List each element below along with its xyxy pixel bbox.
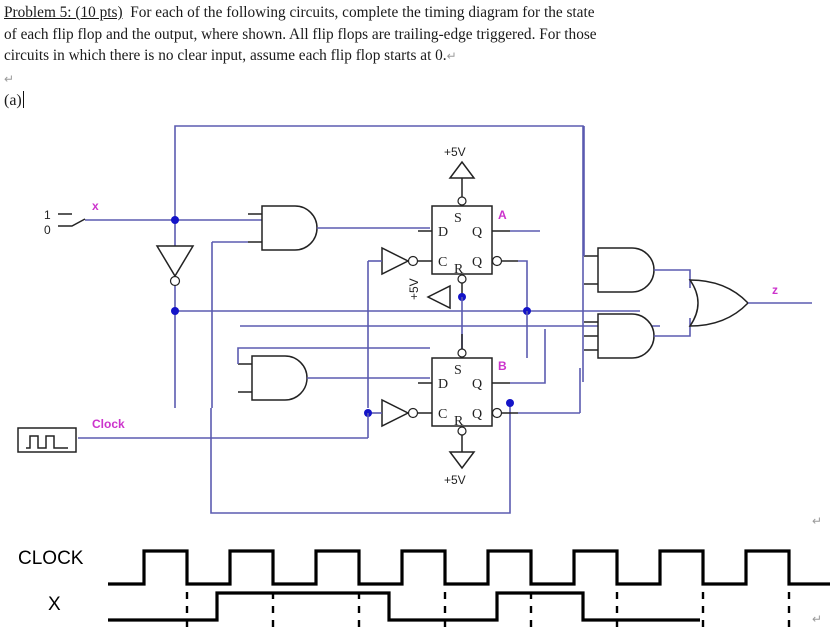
switch-label-high: 1 [44,208,51,222]
ff-b-qbar-bubble [491,407,503,419]
signal-label-z: z [772,283,778,297]
inverter-x-body [155,245,195,278]
problem-body-line2: of each flip flop and the output, where … [4,25,597,43]
clock-generator-glyph [26,435,68,449]
inverter-clock-b-bubble [407,407,419,419]
and-gate-bottom-right-body [597,313,655,359]
ff-a-vcc-triangle [448,160,476,179]
ff-b-pin-s: S [454,363,462,378]
ff-a-vcc2-label: +5V [407,278,421,300]
wire-a-qbar-down [518,260,528,311]
ff-a-pin-q: Q [472,225,482,240]
flip-flop-B-body [431,357,493,427]
timing-row-label-x: X [48,594,61,615]
problem-statement: Problem 5: (10 pts) For each of the foll… [4,2,829,89]
ff-b-pin-c: C [438,407,447,422]
inverter-clock-b-body [381,398,410,428]
ff-a-qbar-bubble [491,255,503,267]
junction-b-qbar [506,399,514,407]
ff-a-vcc-label: +5V [444,145,466,159]
inverter-x-bubble [169,275,181,287]
ff-a-vcc2-triangle [426,284,451,310]
timing-row-label-clock: CLOCK [18,548,84,569]
circuit-schematic: .w { stroke:#5b5bb0; stroke-width:1.6; f… [0,118,833,518]
wire-top-feedback [174,125,584,382]
x-waveform-path [108,591,700,622]
clock-waveform-path [108,549,830,586]
switch-label-low: 0 [44,223,51,237]
wire-and-tr-out [654,269,691,288]
junction-x-node [171,216,179,224]
and-gate-bottom-left-body [251,355,308,401]
wire-and-bl-in1-feed [237,347,430,364]
problem-body-line1: For each of the following circuits, comp… [130,4,595,21]
timing-diagram: .wf { stroke:#000; stroke-width:3.2; fil… [0,520,833,631]
inverter-clock-a-bubble [407,255,419,267]
ff-b-vcc-triangle [448,451,476,470]
part-a-label: (a) [4,91,24,110]
pilcrow-mark-2: ↵ [4,71,15,86]
junction-xbar-node [171,307,179,315]
or-gate-output-body [688,279,750,327]
wire-bottom-feedback [210,403,511,514]
ff-b-set-pin [457,348,467,358]
problem-text-line3: circuits in which there is no clear inpu… [4,45,829,68]
signal-label-clock: Clock [92,417,125,431]
wire-and-br-out [654,318,691,337]
ff-b-pin-d: D [438,377,448,392]
inverter-clock-a-body [381,246,410,276]
part-a-text: (a) [4,92,22,109]
ff-a-set-pin [457,196,467,206]
ff-a-pin-c: C [438,255,447,270]
ff-b-pin-qbar: Q [472,407,482,422]
and-gate-top-left-body [261,205,318,251]
text-cursor [22,91,24,108]
pilcrow-mark-3: ↵ [812,514,823,528]
signal-label-x: x [92,199,99,213]
signal-label-a: A [498,208,507,222]
pilcrow-mark-1: ↵ [446,49,457,63]
ff-b-reset-pin [457,426,467,436]
ff-a-pin-d: D [438,225,448,240]
ff-a-pin-r: R [454,262,464,277]
wire-b-out [510,329,546,384]
ff-b-pin-r: R [454,414,464,429]
signal-label-b: B [498,359,507,373]
switch-lever [58,218,86,227]
problem-body-line3: circuits in which there is no clear inpu… [4,47,447,64]
blank-line: ↵ [4,68,829,89]
ff-a-pin-qbar: Q [472,255,482,270]
pilcrow-mark-4: ↵ [812,612,823,626]
and-gate-top-right-body [597,247,655,293]
ff-a-pin-s: S [454,211,462,226]
ff-a-reset-pin [457,274,467,284]
problem-text-line1: Problem 5: (10 pts) For each of the foll… [4,2,829,24]
ff-b-pin-q: Q [472,377,482,392]
flip-flop-A-body [431,205,493,275]
ff-b-vcc-label: +5V [444,473,466,487]
problem-number-label: Problem 5: (10 pts) [4,4,123,21]
